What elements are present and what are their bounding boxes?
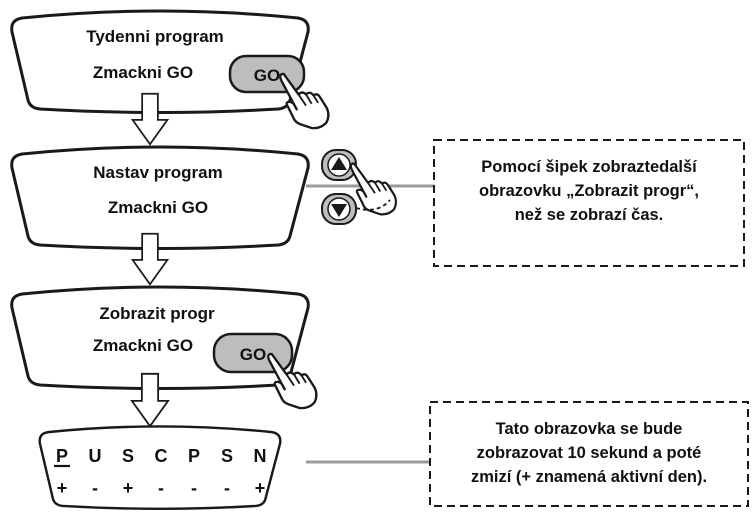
note-2-line-2: zobrazovat 10 sekund a poté: [477, 444, 702, 462]
week-day-state: +: [57, 478, 68, 498]
screen-1-instruction: Zmackni GO: [93, 63, 193, 82]
week-states-row: + - + - - - +: [57, 478, 266, 498]
screen-2-title: Nastav program: [93, 163, 222, 182]
note-2-line-1: Tato obrazovka se bude: [496, 420, 683, 438]
week-day-label: P: [188, 446, 200, 466]
week-day-label: P: [56, 446, 68, 466]
note-1-line-2: obrazovku „Zobrazit progr“,: [479, 182, 699, 200]
screen-tydenni-program: Tydenni program Zmackni GO: [10, 9, 310, 114]
week-day-label: U: [89, 446, 102, 466]
note-arrow-navigation: Pomocí šipek zobraztedalší obrazovku „Zo…: [433, 139, 745, 267]
screen-3-instruction: Zmackni GO: [93, 336, 193, 355]
week-day-label: S: [122, 446, 134, 466]
week-day-state: -: [191, 478, 197, 498]
down-button[interactable]: [321, 193, 357, 225]
week-day-state: +: [255, 478, 266, 498]
note-1-line-1: Pomocí šipek zobraztedalší: [481, 158, 698, 176]
note-1-line-3: než se zobrazí čas.: [515, 206, 664, 224]
pointing-hand-icon: [279, 72, 330, 130]
screen-zobrazit-progr: Zobrazit progr Zmackni GO: [10, 285, 310, 390]
screen-2-instruction: Zmackni GO: [108, 198, 208, 217]
screen-3-title: Zobrazit progr: [99, 304, 215, 323]
screen-nastav-program: Nastav program Zmackni GO: [10, 145, 310, 250]
week-day-state: +: [123, 478, 134, 498]
week-day-state: -: [92, 478, 98, 498]
week-day-label: N: [254, 446, 267, 466]
week-day-state: -: [158, 478, 164, 498]
down-triangle-icon: [331, 204, 347, 217]
pointing-hand-icon: [349, 162, 398, 216]
note-2-line-3: zmizí (+ znamená aktivní den).: [471, 468, 707, 486]
week-day-label: C: [155, 446, 168, 466]
week-day-label: S: [221, 446, 233, 466]
up-triangle-icon: [331, 157, 347, 170]
screen-1-title: Tydenni program: [86, 27, 224, 46]
note-display-duration: Tato obrazovka se bude zobrazovat 10 sek…: [429, 401, 749, 507]
dashed-hand-outline: [355, 199, 391, 211]
go-button-label: GO: [254, 66, 280, 85]
go-button-label: GO: [240, 345, 266, 364]
week-day-state: -: [224, 478, 230, 498]
